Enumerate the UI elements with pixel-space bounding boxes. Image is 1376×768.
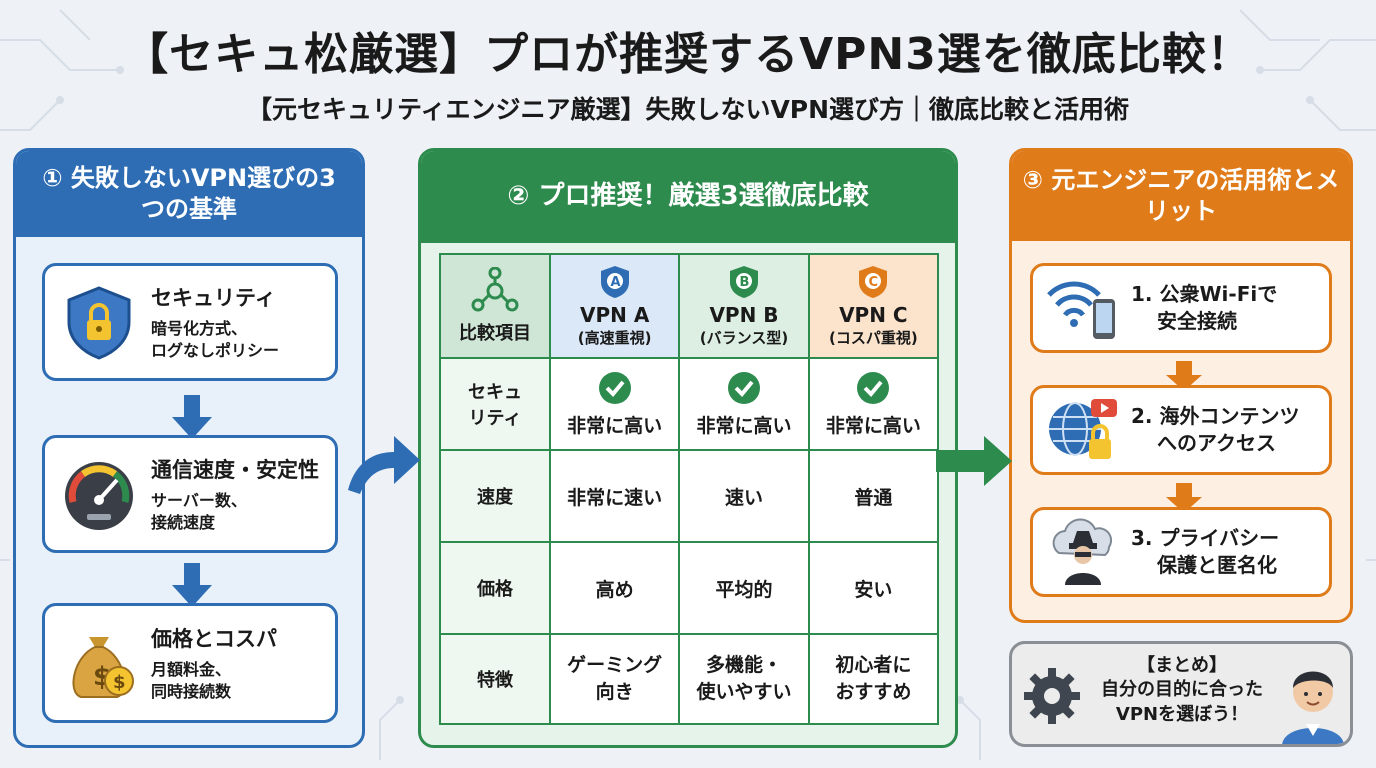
engineer-avatar xyxy=(1282,671,1344,744)
table-row: 価格 高め 平均的 安い xyxy=(439,541,940,635)
check-icon xyxy=(598,371,631,404)
criteria-title: 価格とコスパ xyxy=(151,626,277,651)
criteria-card-security: セキュリティ 暗号化方式、 ログなしポリシー xyxy=(42,263,338,381)
criteria-desc: 接続速度 xyxy=(151,513,216,532)
table-cell: ゲーミング 向き xyxy=(548,633,681,725)
down-arrow-icon xyxy=(1166,361,1202,391)
benefit-line: 保護と匿名化 xyxy=(1157,553,1277,577)
anonymous-cloud-icon xyxy=(1052,518,1112,585)
comparison-panel-heading: ② プロ推奨！厳選3選徹底比較 xyxy=(421,151,955,243)
criteria-panel: ① 失敗しないVPN選びの3つの基準 セキュリティ 暗号化方式、 ログなしポリシ… xyxy=(13,148,365,748)
table-row: 特徴 ゲーミング 向き 多機能・ 使いやすい 初心者に おすすめ xyxy=(439,633,940,725)
vpn-name: VPN C xyxy=(839,302,908,327)
vpn-a-shield-icon: A xyxy=(600,265,629,298)
money-bag-icon: $ $ xyxy=(72,637,134,698)
benefit-card-global: 2. 海外コンテンツ へのアクセス xyxy=(1030,385,1332,475)
svg-text:$: $ xyxy=(113,672,126,693)
globe-lock-icon xyxy=(1049,399,1117,459)
table-corner-cell: 比較項目 xyxy=(439,253,551,359)
benefit-card-wifi: 1. 公衆Wi-Fiで 安全接続 xyxy=(1030,263,1332,353)
down-arrow-icon xyxy=(1166,483,1202,513)
table-cell: 非常に高い xyxy=(807,357,940,451)
benefit-line: 安全接続 xyxy=(1157,309,1237,333)
comparison-panel: ② プロ推奨！厳選3選徹底比較 比較項目 A VPN A (高速重視) xyxy=(418,148,958,748)
cell-value: 非常に高い xyxy=(696,414,792,437)
summary-line: 自分の目的に合った xyxy=(1101,679,1263,701)
curved-arrow-icon xyxy=(348,436,420,494)
corner-label: 比較項目 xyxy=(459,323,531,344)
vpn-name: VPN A xyxy=(580,302,650,327)
benefits-panel: ③ 元エンジニアの活用術とメリット 1. 公衆Wi-Fiで 安全接続 xyxy=(1009,148,1353,623)
down-arrow-icon xyxy=(172,395,212,439)
criteria-title: セキュリティ xyxy=(151,285,276,310)
benefit-line: 3. プライバシー xyxy=(1131,526,1280,550)
summary-box: 【まとめ】 自分の目的に合った VPNを選ぼう！ xyxy=(1009,641,1353,747)
comparison-table: 比較項目 A VPN A (高速重視) B VPN B (バランス型) C VP… xyxy=(439,253,940,725)
check-icon xyxy=(857,371,890,404)
vpn-name: VPN B xyxy=(709,302,779,327)
benefit-line: へのアクセス xyxy=(1157,431,1276,455)
wifi-phone-icon xyxy=(1047,281,1115,339)
vpn-b-header: B VPN B (バランス型) xyxy=(678,253,810,359)
cell-value: 非常に高い xyxy=(567,414,663,437)
right-arrow-icon xyxy=(936,436,1012,486)
row-label-line: セキュ xyxy=(468,382,522,403)
table-cell: 速い xyxy=(678,449,810,543)
gear-icon xyxy=(1024,668,1080,724)
criteria-desc: サーバー数、 xyxy=(151,490,247,510)
row-label: 速度 xyxy=(439,449,551,543)
row-label: 価格 xyxy=(439,541,551,635)
vpn-b-shield-icon: B xyxy=(729,265,758,298)
table-cell: 非常に高い xyxy=(548,357,681,451)
vpn-a-header: A VPN A (高速重視) xyxy=(548,253,681,359)
table-header-row: 比較項目 A VPN A (高速重視) B VPN B (バランス型) C VP… xyxy=(439,253,940,359)
table-row: セキュ リティ 非常に高い 非常に高い 非常に高い xyxy=(439,357,940,451)
network-icon xyxy=(471,267,519,312)
vpn-c-shield-icon: C xyxy=(859,265,888,298)
check-icon xyxy=(727,371,760,404)
criteria-panel-heading: ① 失敗しないVPN選びの3つの基準 xyxy=(16,151,362,237)
table-cell: 非常に高い xyxy=(678,357,810,451)
vpn-sub: (高速重視) xyxy=(577,328,652,347)
speedometer-icon xyxy=(65,462,133,530)
benefit-line: 2. 海外コンテンツ xyxy=(1131,404,1300,428)
page-subtitle: 【元セキュリティエンジニア厳選】失敗しないVPN選び方｜徹底比較と活用術 xyxy=(246,95,1130,124)
criteria-desc: 同時接続数 xyxy=(151,682,232,701)
benefit-card-privacy: 3. プライバシー 保護と匿名化 xyxy=(1030,507,1332,597)
page-title: 【セキュ松厳選】プロが推奨するVPN3選を徹底比較！ xyxy=(124,29,1252,80)
vpn-sub: (コスパ重視) xyxy=(828,328,918,347)
benefit-line: 1. 公衆Wi-Fiで xyxy=(1131,282,1278,306)
vpn-c-header: C VPN C (コスパ重視) xyxy=(807,253,940,359)
table-row: 速度 非常に速い 速い 普通 xyxy=(439,449,940,543)
row-label: セキュ リティ xyxy=(439,357,551,451)
benefits-panel-heading: ③ 元エンジニアの活用術とメリット xyxy=(1012,151,1350,241)
table-cell: 安い xyxy=(807,541,940,635)
criteria-card-price: $ $ 価格とコスパ 月額料金、 同時接続数 xyxy=(42,603,338,723)
table-cell: 平均的 xyxy=(678,541,810,635)
row-label-line: リティ xyxy=(468,408,522,429)
criteria-card-speed: 通信速度・安定性 サーバー数、 接続速度 xyxy=(42,435,338,553)
shield-lock-icon xyxy=(67,286,131,360)
row-label: 特徴 xyxy=(439,633,551,725)
criteria-desc: 暗号化方式、 xyxy=(151,318,248,338)
table-cell: 多機能・ 使いやすい xyxy=(678,633,810,725)
summary-line: VPNを選ぼう！ xyxy=(1115,703,1249,725)
svg-text:A: A xyxy=(610,275,620,290)
svg-text:C: C xyxy=(869,275,879,290)
vpn-sub: (バランス型) xyxy=(699,328,789,347)
criteria-title: 通信速度・安定性 xyxy=(151,457,319,482)
criteria-desc: 月額料金、 xyxy=(151,659,232,679)
table-cell: 高め xyxy=(548,541,681,635)
down-arrow-icon xyxy=(172,563,212,607)
cell-value: 非常に高い xyxy=(825,414,921,437)
svg-text:B: B xyxy=(739,275,749,290)
table-cell: 初心者に おすすめ xyxy=(807,633,940,725)
summary-line: 【まとめ】 xyxy=(1137,655,1227,676)
criteria-desc: ログなしポリシー xyxy=(151,341,280,360)
table-cell: 普通 xyxy=(807,449,940,543)
table-cell: 非常に速い xyxy=(548,449,681,543)
